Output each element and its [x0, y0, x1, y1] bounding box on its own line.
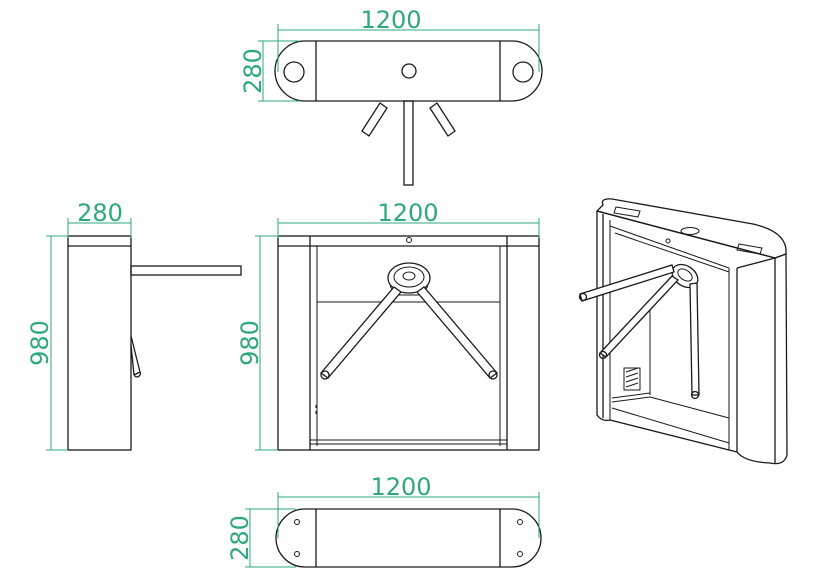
- front-view-width-dimension: 1200: [277, 199, 540, 238]
- isometric-view: [578, 198, 788, 465]
- front-view-arms: [320, 286, 498, 380]
- isometric-arms: [578, 264, 700, 400]
- isometric-housing: [595, 198, 788, 465]
- side-view-arms: [130, 265, 242, 378]
- side-view-housing: [67, 235, 132, 451]
- front-view-frame: [277, 235, 540, 451]
- top-view-housing: [274, 40, 543, 102]
- front-view-height-dimension: 980: [236, 235, 278, 451]
- front-view-height-label: 980: [236, 320, 264, 366]
- side-view-height-label: 980: [26, 320, 54, 366]
- top-view-width-label: 1200: [360, 6, 421, 34]
- top-view-arms: [361, 100, 456, 186]
- bottom-view-depth-label: 280: [226, 515, 254, 561]
- side-view: 280 980: [26, 199, 242, 451]
- side-view-depth-label: 280: [77, 199, 123, 227]
- side-view-depth-dimension: 280: [67, 199, 132, 238]
- top-view-depth-label: 280: [239, 48, 267, 94]
- top-view-depth-dimension: 280: [239, 40, 300, 102]
- bottom-view: 1200 280: [226, 473, 542, 568]
- front-view: 1200 980: [236, 199, 540, 451]
- top-view: 1200 280: [239, 6, 543, 186]
- front-view-width-label: 1200: [377, 199, 438, 227]
- side-view-height-dimension: 980: [26, 235, 68, 451]
- bottom-view-housing: [275, 508, 542, 568]
- top-view-width-dimension: 1200: [277, 6, 540, 72]
- bottom-view-width-dimension: 1200: [277, 473, 540, 538]
- bottom-view-width-label: 1200: [370, 473, 431, 501]
- bottom-view-depth-dimension: 280: [226, 508, 296, 568]
